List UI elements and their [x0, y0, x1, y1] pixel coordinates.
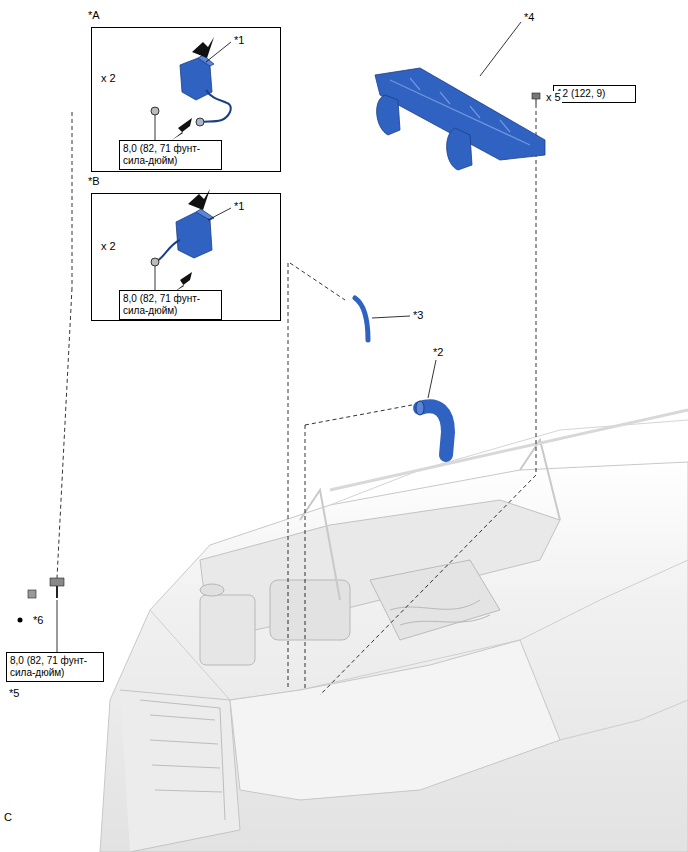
- callout-number: *5: [8, 687, 20, 699]
- view-panel: *A8,0 (82, 71 фунт-сила-дюйм): [91, 27, 281, 172]
- view-label: *B: [88, 175, 100, 187]
- torque-value: 12 (122, 9): [557, 88, 632, 100]
- view-panel: *B8,0 (82, 71 фунт-сила-дюйм): [91, 193, 281, 321]
- torque-value: 8,0 (82, 71 фунт-сила-дюйм): [123, 293, 218, 317]
- callout-number: *2: [432, 346, 444, 358]
- figure-code: C: [3, 811, 13, 823]
- torque-spec-box: 12 (122, 9): [553, 85, 636, 103]
- torque-spec-box: 8,0 (82, 71 фунт-сила-дюйм): [119, 140, 222, 170]
- callout-number: *1: [233, 34, 245, 46]
- callout-number: *3: [412, 309, 424, 321]
- torque-spec-box: 8,0 (82, 71 фунт-сила-дюйм): [6, 652, 104, 682]
- callout-number: *1: [233, 200, 245, 212]
- quantity-label: x 2: [100, 72, 117, 84]
- view-label: *A: [88, 9, 100, 21]
- callout-number: *4: [523, 11, 535, 23]
- torque-value: 8,0 (82, 71 фунт-сила-дюйм): [123, 143, 218, 167]
- torque-value: 8,0 (82, 71 фунт-сила-дюйм): [10, 655, 100, 679]
- quantity-label: x 5: [545, 91, 562, 103]
- callout-number: *6: [32, 614, 44, 626]
- quantity-label: x 2: [100, 240, 117, 252]
- torque-spec-box: 8,0 (82, 71 фунт-сила-дюйм): [119, 290, 222, 320]
